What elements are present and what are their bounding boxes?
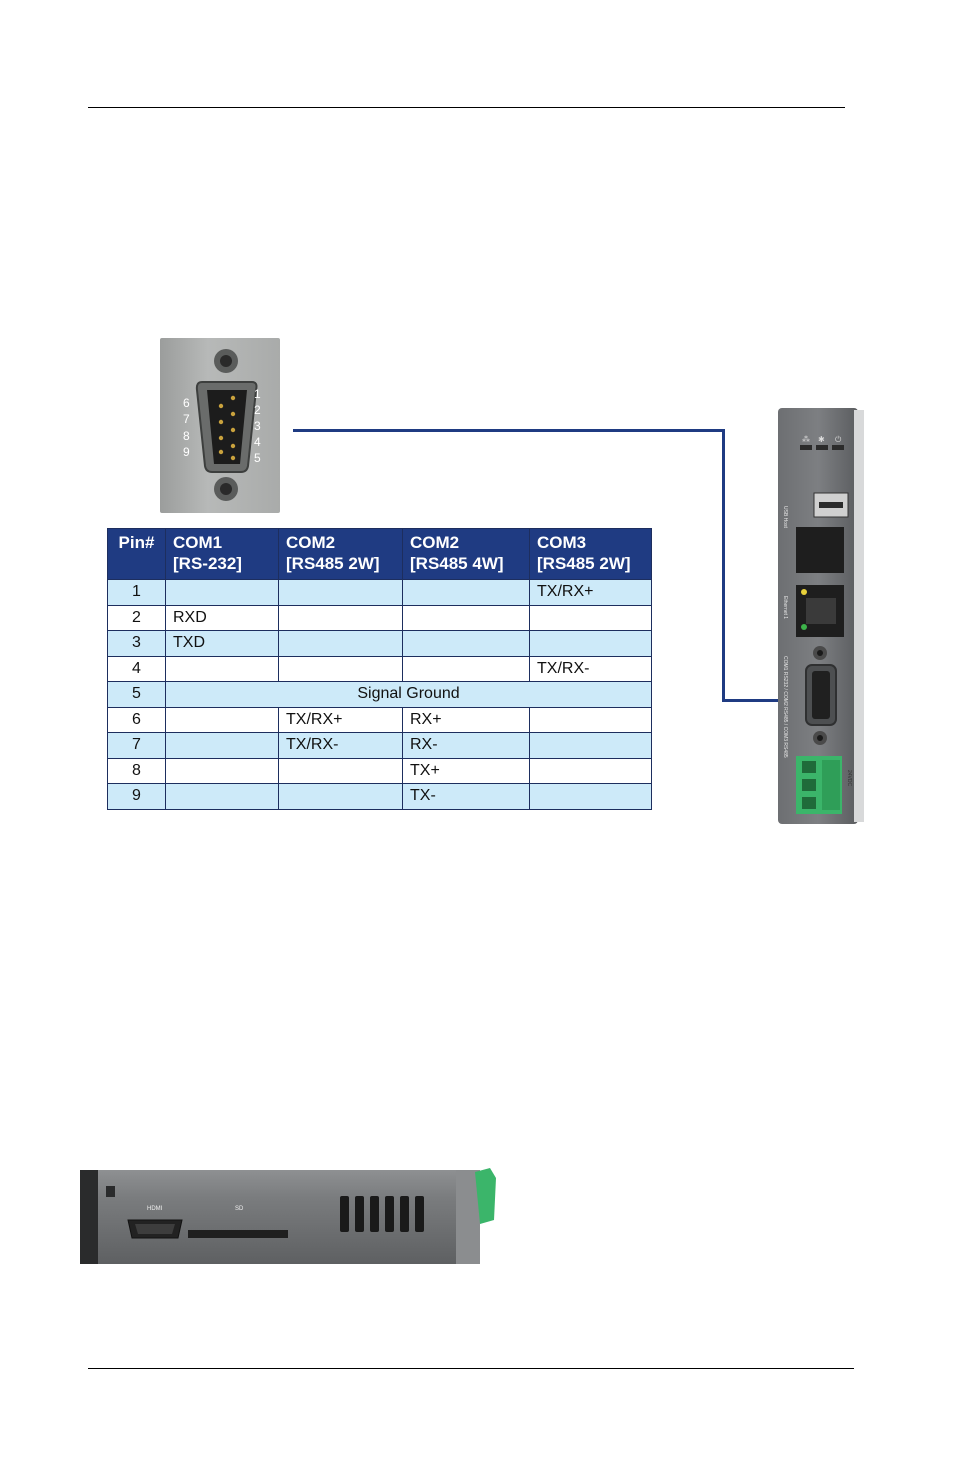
pin-label-7: 7: [183, 412, 190, 426]
com1-cell: [165, 783, 279, 810]
com1-cell: [165, 757, 279, 784]
com3-cell: [529, 706, 652, 733]
header-pin: Pin#: [107, 528, 166, 580]
table-row: 8 TX+: [107, 757, 652, 784]
com3-cell: TX/RX+: [529, 579, 652, 606]
com2-4w-cell: RX-: [402, 732, 530, 759]
com2-2w-cell: [278, 579, 403, 606]
pin-label-1: 1: [254, 387, 261, 401]
sd-label: SD: [235, 1206, 244, 1212]
com1-cell: RXD: [165, 604, 279, 631]
table-row: 7 TX/RX- RX-: [107, 732, 652, 759]
table-row: 4 TX/RX-: [107, 655, 652, 682]
header-com3-rs485-2w: COM3[RS485 2W]: [529, 528, 652, 580]
com3-cell: TX/RX-: [529, 655, 652, 682]
power-input-label: 24VDC: [846, 770, 852, 787]
com2-4w-cell: [402, 630, 530, 657]
com3-cell: [529, 604, 652, 631]
device-side-view: ⁂ ✱ ⏻ USB Host Ethernet 1 COM1 RS232 / COM…: [778, 408, 864, 824]
com2-2w-cell: [278, 604, 403, 631]
table-row: 1 TX/RX+: [107, 579, 652, 606]
signal-ground-cell: Signal Ground: [165, 681, 652, 708]
db9-connector-photo: 6 7 8 9 1 2 3 4 5: [160, 338, 280, 513]
device-bottom-view: HDMI SD: [80, 1168, 496, 1268]
pin-cell: 2: [107, 604, 166, 631]
pin-cell: 9: [107, 783, 166, 810]
com3-cell: [529, 732, 652, 759]
footer-rule: [88, 1368, 854, 1369]
pin-label-9: 9: [183, 445, 190, 459]
com2-2w-cell: TX/RX-: [278, 732, 403, 759]
header-com2-rs485-2w: COM2[RS485 2W]: [278, 528, 403, 580]
table-row: 5 Signal Ground: [107, 681, 652, 708]
header-com2-rs485-4w: COM2[RS485 4W]: [402, 528, 530, 580]
com3-cell: [529, 757, 652, 784]
com3-cell: [529, 630, 652, 657]
connector-line-horizontal-top: [293, 429, 725, 432]
pin-cell: 3: [107, 630, 166, 657]
pin-label-5: 5: [254, 451, 261, 465]
pin-cell: 4: [107, 655, 166, 682]
com2-2w-cell: [278, 655, 403, 682]
svg-text:⏻: ⏻: [835, 435, 842, 444]
table-header-row: Pin# COM1[RS-232] COM2[RS485 2W] COM2[RS…: [107, 528, 652, 580]
pin-cell: 7: [107, 732, 166, 759]
com1-cell: [165, 706, 279, 733]
pin-cell: 6: [107, 706, 166, 733]
header-rule: [88, 107, 845, 108]
svg-text:⁂: ⁂: [802, 434, 810, 444]
table-row: 2 RXD: [107, 604, 652, 631]
pin-label-2: 2: [254, 403, 261, 417]
pin-cell: 5: [107, 681, 166, 708]
com2-4w-cell: [402, 604, 530, 631]
pin-label-8: 8: [183, 429, 190, 443]
com3-cell: [529, 783, 652, 810]
connector-line-horizontal-bottom: [722, 699, 802, 702]
com2-2w-cell: [278, 757, 403, 784]
pin-label-4: 4: [254, 435, 261, 449]
com2-2w-cell: TX/RX+: [278, 706, 403, 733]
com2-2w-cell: [278, 783, 403, 810]
com-port-label: COM1 RS232 / COM2 RS485 / COM3 RS485: [782, 656, 788, 758]
pin-cell: 8: [107, 757, 166, 784]
pin-label-3: 3: [254, 419, 261, 433]
header-com1-rs232: COM1[RS-232]: [165, 528, 279, 580]
hdmi-label: HDMI: [147, 1206, 163, 1212]
com2-2w-cell: [278, 630, 403, 657]
pinout-table: Pin# COM1[RS-232] COM2[RS485 2W] COM2[RS…: [107, 528, 652, 810]
com2-4w-cell: [402, 655, 530, 682]
ethernet-port-label: Ethernet 1: [782, 596, 788, 620]
pin-cell: 1: [107, 579, 166, 606]
com2-4w-cell: TX-: [402, 783, 530, 810]
com1-cell: [165, 579, 279, 606]
com2-4w-cell: [402, 579, 530, 606]
pin-label-6: 6: [183, 396, 190, 410]
com1-cell: TXD: [165, 630, 279, 657]
table-row: 9 TX-: [107, 783, 652, 810]
svg-text:✱: ✱: [818, 435, 825, 444]
com2-4w-cell: RX+: [402, 706, 530, 733]
table-row: 6 TX/RX+ RX+: [107, 706, 652, 733]
connector-line-vertical: [722, 429, 725, 702]
com1-cell: [165, 655, 279, 682]
table-row: 3 TXD: [107, 630, 652, 657]
com2-4w-cell: TX+: [402, 757, 530, 784]
com1-cell: [165, 732, 279, 759]
usb-port-label: USB Host: [782, 506, 788, 528]
